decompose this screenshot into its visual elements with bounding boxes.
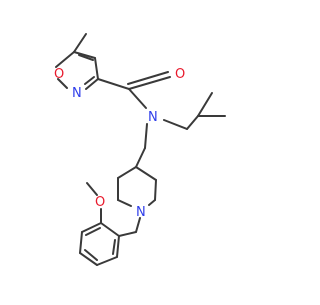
bond — [154, 179, 157, 201]
bond — [148, 199, 156, 206]
bond — [86, 182, 98, 196]
bonds — [55, 33, 226, 266]
bond — [128, 88, 147, 109]
bond — [163, 119, 188, 130]
bond — [73, 33, 87, 53]
bond — [55, 51, 75, 68]
bond — [197, 92, 213, 117]
bond — [94, 57, 99, 80]
bond — [73, 51, 96, 59]
bond — [79, 231, 83, 254]
bond — [112, 239, 116, 255]
piperidine-nitrogen-label: N — [136, 205, 146, 220]
isoxazole-nitrogen-label: N — [72, 86, 82, 101]
bond — [135, 166, 157, 181]
bond — [186, 115, 199, 130]
bond — [97, 78, 130, 90]
bond — [135, 147, 146, 168]
bond — [78, 54, 94, 61]
bond — [118, 231, 137, 237]
molecule-diagram: O N O N N O — [54, 33, 226, 266]
bond — [116, 235, 120, 258]
methoxy-oxygen-label: O — [95, 195, 105, 210]
bond — [79, 252, 98, 266]
bond — [96, 256, 118, 266]
bond — [128, 76, 171, 90]
bond — [84, 249, 98, 261]
bond — [100, 222, 120, 237]
bond — [84, 76, 95, 85]
bond — [117, 166, 137, 179]
bond — [57, 78, 68, 89]
bond — [127, 71, 169, 85]
structure-svg: O N O N N O — [54, 33, 226, 266]
bond — [135, 217, 141, 233]
bond — [117, 199, 132, 207]
isoxazole-oxygen-label: O — [54, 67, 64, 82]
bond — [85, 227, 101, 236]
amide-nitrogen-label: N — [148, 110, 158, 125]
carbonyl-oxygen-label: O — [175, 67, 185, 82]
atom-labels: O N O N N O — [54, 67, 185, 220]
bond — [81, 222, 102, 233]
bond — [85, 78, 99, 90]
bond — [144, 123, 148, 149]
